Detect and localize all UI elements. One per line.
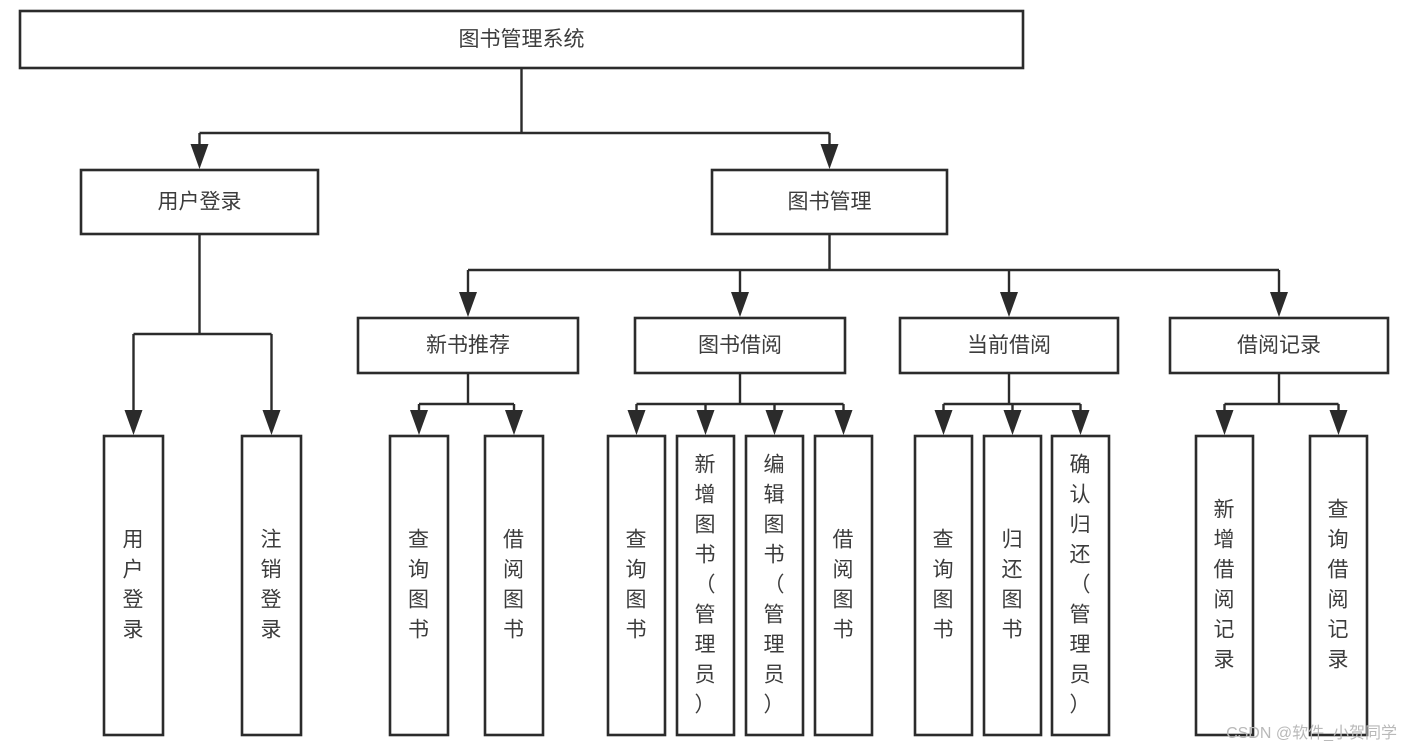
arrow-head-icon	[820, 144, 839, 169]
node-label: 借阅记录	[1237, 334, 1321, 357]
node-label: 编辑图书（管理员）	[764, 453, 786, 716]
node-box	[913, 434, 974, 737]
arrow-head-icon	[1329, 410, 1348, 435]
diagram-node-leaf-query-book-1[interactable]: 查询图书	[388, 434, 450, 737]
diagram-node-leaf-add-book[interactable]: 新增图书（管理员）	[675, 434, 736, 737]
arrow-head-icon	[934, 410, 953, 435]
node-box	[102, 434, 165, 737]
arrow-head-icon	[190, 144, 209, 169]
node-box	[1194, 434, 1255, 737]
arrow-head-icon	[1000, 292, 1018, 317]
arrow-head-icon	[627, 410, 646, 435]
arrow-head-icon	[124, 410, 143, 435]
node-label: 查询图书	[408, 528, 430, 641]
node-label: 图书管理	[788, 191, 872, 214]
arrow-head-icon	[1215, 410, 1234, 435]
node-box	[1050, 434, 1111, 737]
arrow-head-icon	[1003, 410, 1022, 435]
node-label: 查询图书	[626, 528, 648, 641]
diagram-node-l3-current-borrow[interactable]: 当前借阅	[898, 316, 1120, 375]
node-box	[483, 434, 545, 737]
node-box	[79, 168, 320, 236]
diagram-node-l2-book-manage[interactable]: 图书管理	[710, 168, 949, 236]
diagram-node-leaf-borrow-book-1[interactable]: 借阅图书	[483, 434, 545, 737]
arrow-head-icon	[765, 410, 784, 435]
node-label: 注销登录	[261, 528, 283, 641]
node-label: 确认归还（管理员）	[1070, 453, 1092, 716]
diagram-node-leaf-borrow-book-2[interactable]: 借阅图书	[813, 434, 874, 737]
diagram-node-leaf-query-book-3[interactable]: 查询图书	[913, 434, 974, 737]
arrow-head-icon	[505, 410, 523, 435]
diagram-node-leaf-confirm-return[interactable]: 确认归还（管理员）	[1050, 434, 1111, 737]
node-box	[710, 168, 949, 236]
diagram-node-leaf-add-record[interactable]: 新增借阅记录	[1194, 434, 1255, 737]
arrow-head-icon	[1270, 292, 1288, 317]
diagram-node-l3-new-book-rec[interactable]: 新书推荐	[356, 316, 580, 375]
diagram-node-leaf-logout[interactable]: 注销登录	[240, 434, 303, 737]
node-label: 归还图书	[1002, 528, 1024, 641]
node-label: 新书推荐	[426, 334, 510, 357]
diagram-node-l3-borrow-record[interactable]: 借阅记录	[1168, 316, 1390, 375]
node-label: 新增图书（管理员）	[695, 453, 717, 716]
diagram-node-leaf-user-login[interactable]: 用户登录	[102, 434, 165, 737]
node-box	[633, 316, 847, 375]
arrow-head-icon	[731, 292, 749, 317]
node-box	[898, 316, 1120, 375]
connector-layer	[124, 68, 1348, 435]
arrow-head-icon	[834, 410, 853, 435]
diagram-node-leaf-return-book[interactable]: 归还图书	[982, 434, 1043, 737]
arrow-head-icon	[459, 292, 477, 317]
node-label: 查询图书	[933, 528, 955, 641]
node-label: 当前借阅	[967, 334, 1051, 357]
node-box	[18, 9, 1025, 70]
diagram-node-l2-user-login[interactable]: 用户登录	[79, 168, 320, 236]
diagram-node-leaf-edit-book[interactable]: 编辑图书（管理员）	[744, 434, 805, 737]
node-label: 借阅图书	[503, 528, 525, 641]
node-box	[388, 434, 450, 737]
node-box	[982, 434, 1043, 737]
node-box	[606, 434, 667, 737]
node-box	[675, 434, 736, 737]
node-layer: 图书管理系统用户登录图书管理新书推荐图书借阅当前借阅借阅记录用户登录注销登录查询…	[18, 9, 1390, 737]
diagram-node-root[interactable]: 图书管理系统	[18, 9, 1025, 70]
node-label: 图书借阅	[698, 334, 782, 357]
arrow-head-icon	[1071, 410, 1090, 435]
arrow-head-icon	[262, 410, 281, 435]
node-box	[1168, 316, 1390, 375]
diagram-node-leaf-query-book-2[interactable]: 查询图书	[606, 434, 667, 737]
watermark-text: CSDN @软件_小贺同学	[1226, 725, 1397, 742]
node-label: 借阅图书	[833, 528, 855, 641]
node-label: 新增借阅记录	[1214, 498, 1236, 671]
node-label: 查询借阅记录	[1328, 498, 1350, 671]
diagram-node-leaf-query-record[interactable]: 查询借阅记录	[1308, 434, 1369, 737]
diagram-node-l3-book-borrow[interactable]: 图书借阅	[633, 316, 847, 375]
node-box	[813, 434, 874, 737]
node-label: 用户登录	[158, 191, 242, 214]
arrow-head-icon	[410, 410, 428, 435]
node-label: 图书管理系统	[459, 28, 585, 51]
node-box	[356, 316, 580, 375]
node-box	[744, 434, 805, 737]
arrow-head-icon	[696, 410, 715, 435]
node-box	[240, 434, 303, 737]
node-label: 用户登录	[123, 528, 145, 641]
node-box	[1308, 434, 1369, 737]
